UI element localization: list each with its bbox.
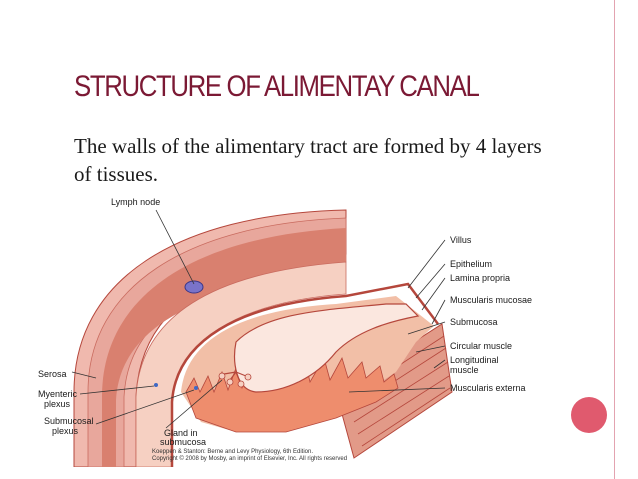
label-muscularis-externa: Muscularis externa [450,383,526,393]
label-lymph-node: Lymph node [111,197,160,207]
label-serosa: Serosa [38,369,67,379]
label-submucosa: Submucosa [450,317,498,327]
alimentary-canal-diagram: Lymph node Villus Epithelium Lamina prop… [38,197,532,467]
decorative-circle [571,397,607,433]
myenteric-plexus-dot [154,383,158,387]
lumen [234,303,420,393]
label-submucosal-plexus: Submucosal [44,416,94,426]
label-epithelium: Epithelium [450,259,492,269]
label-myenteric-plexus-2: plexus [44,399,71,409]
label-gland: Gland in [164,428,198,438]
figure-copyright: Copyright © 2008 by Mosby, an imprint of… [152,455,347,462]
label-gland-2: submucosa [160,437,206,447]
lymph-node [184,280,204,294]
label-muscularis-mucosae: Muscularis mucosae [450,295,532,305]
muscularis-mucosae-line [170,282,439,467]
circular-muscle-band [102,228,346,467]
label-circular-muscle: Circular muscle [450,341,512,351]
figure-credit: Koeppen & Stanton: Berne and Levy Physio… [152,449,313,455]
label-villus: Villus [450,235,472,245]
label-submucosal-plexus-2: plexus [52,426,79,436]
gland-in-submucosa [223,371,247,383]
slide-body-text: The walls of the alimentary tract are fo… [74,134,542,186]
label-lamina-propria: Lamina propria [450,273,510,283]
label-longitudinal-muscle-2: muscle [450,365,479,375]
label-longitudinal-muscle: Longitudinal [450,355,499,365]
submucosal-plexus-dot [194,386,198,390]
label-myenteric-plexus: Myenteric [38,389,78,399]
leader-lines [71,209,446,429]
right-border-rule [614,0,615,479]
slide-title: STRUCTURE OF ALIMENTAY CANAL [74,70,480,103]
